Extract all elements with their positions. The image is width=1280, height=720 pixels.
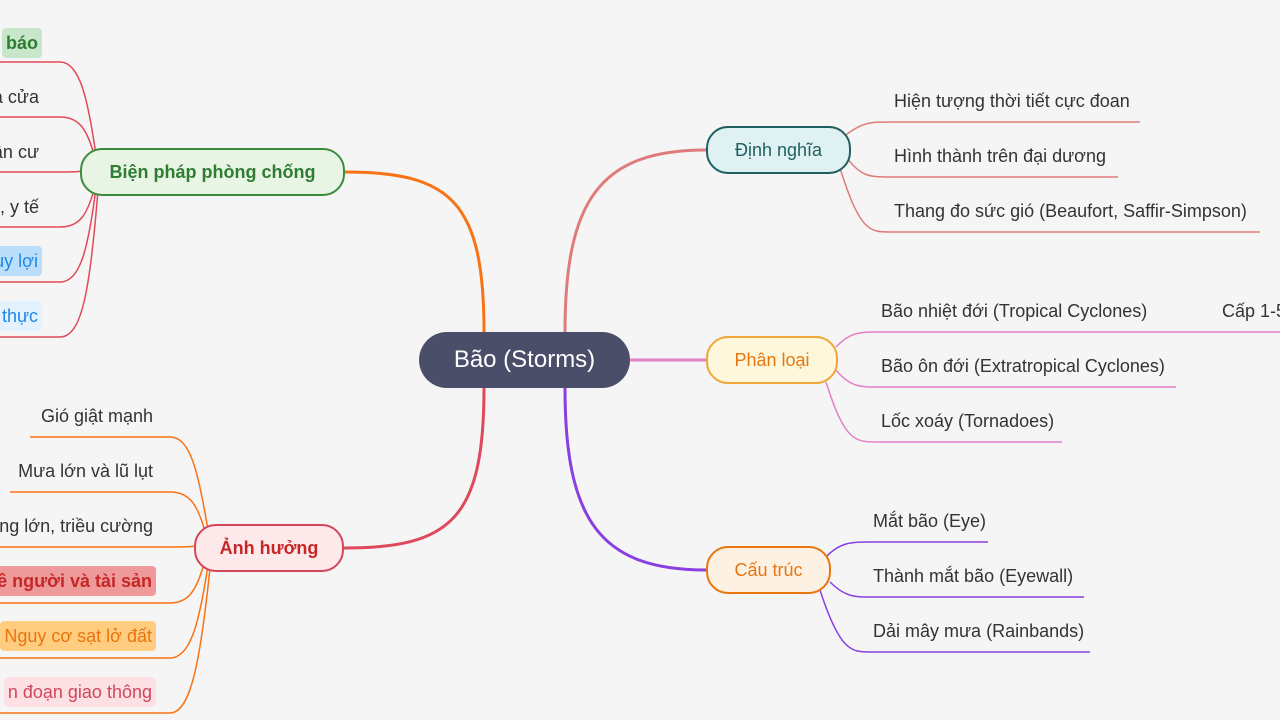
leaf-prev-3[interactable]: ân cư (0, 142, 39, 162)
leaf-prev-6[interactable]: thực (0, 301, 42, 331)
leaf-cls-tornado[interactable]: Lốc xoáy (Tornadoes) (881, 411, 1055, 431)
leaf-def-ocean-formation[interactable]: Hình thành trên đại dương (894, 146, 1106, 166)
edge-prev-5 (0, 187, 97, 283)
edge-imp-2 (10, 491, 207, 536)
edge-str-3 (819, 589, 1090, 653)
edge-central-anh-huong (343, 387, 486, 550)
edge-imp-4 (0, 559, 206, 604)
branch-cau-truc[interactable]: Cấu trúc (706, 546, 831, 594)
edge-central-dinh-nghia (563, 148, 707, 333)
leaf-prev-1[interactable]: báo (1, 28, 42, 58)
leaf-cls-extratropical[interactable]: Bão ôn đới (Extratropical Cyclones) (881, 356, 1165, 376)
leaf-prev-5[interactable]: uy lợi (0, 246, 42, 276)
edge-prev-1 (0, 61, 97, 156)
edge-def-2 (844, 154, 1118, 178)
edge-def-1 (839, 121, 1140, 141)
edge-cls-2 (835, 369, 1176, 388)
edge-central-bien-phap (343, 170, 486, 333)
leaf-imp-strong-gusts[interactable]: Gió giật mạnh (40, 406, 153, 426)
leaf-imp-storm-surge[interactable]: ng lớn, triều cường (0, 516, 153, 536)
leaf-prev-2[interactable]: à cửa (0, 87, 39, 107)
branch-dinh-nghia[interactable]: Định nghĩa (706, 126, 851, 174)
leaf-cls-category[interactable]: Cấp 1-5 (1222, 301, 1280, 321)
edge-def-3 (839, 167, 1260, 233)
edge-cls-3 (825, 381, 1062, 443)
leaf-str-rainbands[interactable]: Dải mây mưa (Rainbands) (873, 621, 1085, 641)
leaf-cls-tropical[interactable]: Bão nhiệt đới (Tropical Cyclones) (881, 301, 1148, 321)
branch-phan-loai[interactable]: Phân loại (706, 336, 838, 384)
leaf-imp-traffic-disruption[interactable]: n đoạn giao thông (3, 677, 156, 707)
edge-prev-6 (0, 189, 99, 338)
edge-cls-1 (835, 331, 1280, 348)
leaf-imp-people-property[interactable]: ề người và tài sản (0, 566, 156, 596)
leaf-imp-heavy-rain-flood[interactable]: Mưa lớn và lũ lụt (18, 461, 153, 481)
edge-imp-5 (0, 564, 209, 659)
edge-imp-1 (30, 436, 209, 531)
leaf-prev-4[interactable]: , y tế (0, 197, 39, 217)
edge-str-2 (829, 581, 1084, 598)
edge-imp-6 (0, 567, 211, 714)
leaf-imp-landslide[interactable]: Nguy cơ sạt lở đất (0, 621, 156, 651)
leaf-str-eyewall[interactable]: Thành mắt bão (Eyewall) (873, 566, 1074, 586)
edge-central-cau-truc (563, 387, 707, 572)
leaf-str-eye[interactable]: Mắt bão (Eye) (873, 511, 987, 531)
edge-imp-3 (0, 545, 197, 548)
central-topic[interactable]: Bão (Storms) (419, 332, 630, 388)
branch-bien-phap-phong-chong[interactable]: Biện pháp phòng chống (80, 148, 345, 196)
branch-anh-huong[interactable]: Ảnh hưởng (194, 524, 344, 572)
edge-str-1 (825, 541, 988, 558)
leaf-def-wind-scale[interactable]: Thang đo sức gió (Beaufort, Saffir-Simps… (894, 201, 1247, 221)
leaf-def-extreme-weather[interactable]: Hiện tượng thời tiết cực đoan (894, 91, 1130, 111)
